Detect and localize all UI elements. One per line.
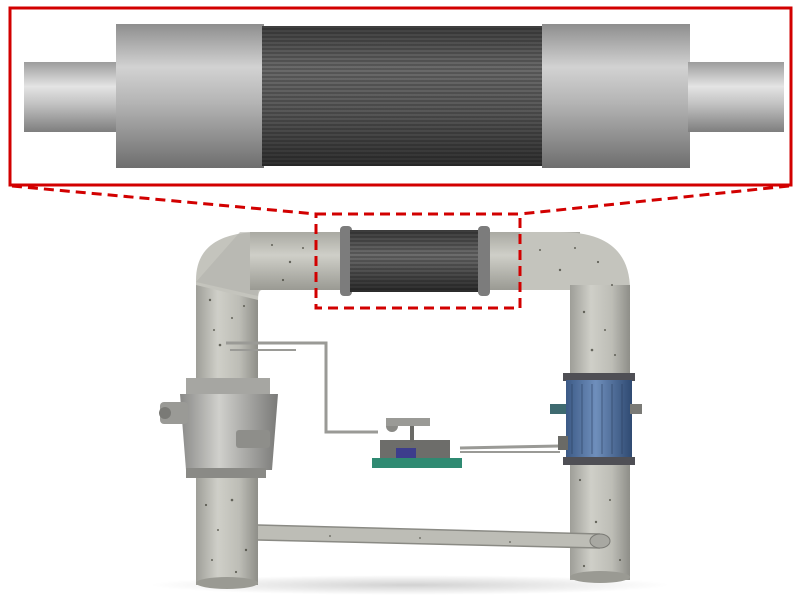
pump-skid-icon (372, 418, 462, 468)
highlight-box (314, 212, 522, 310)
magnified-insert-icon (8, 6, 793, 187)
water-tank-icon (550, 373, 642, 465)
valve-icon (159, 378, 278, 478)
tubing (226, 341, 561, 453)
inline-insert (340, 226, 490, 296)
ground-shadow (150, 575, 670, 595)
zoom-lines (11, 184, 790, 216)
